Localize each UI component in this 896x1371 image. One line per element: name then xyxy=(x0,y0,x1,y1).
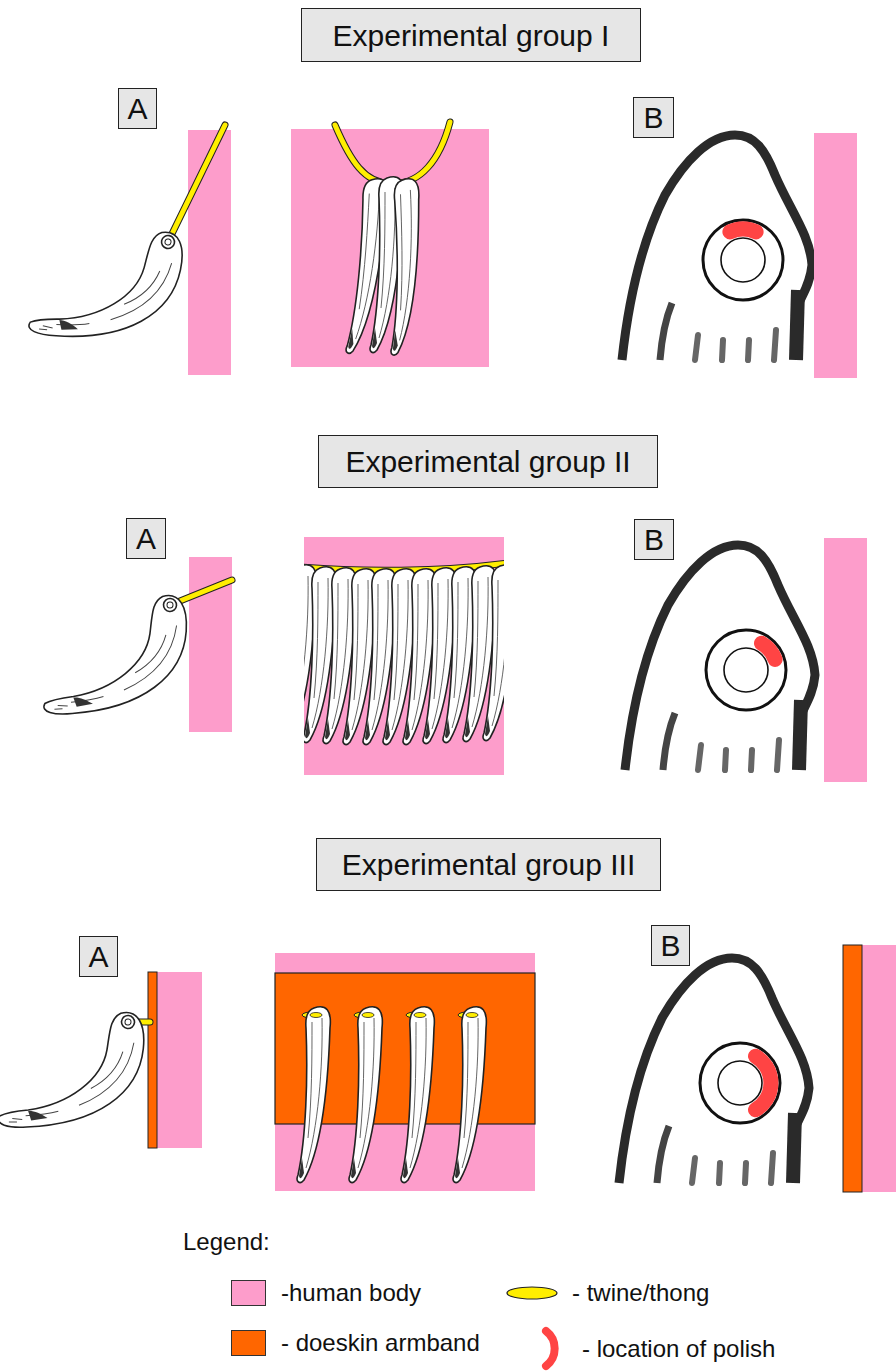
panel-letter-box: B xyxy=(634,519,674,560)
box-label: A xyxy=(88,940,108,973)
legend-text: - location of polish xyxy=(582,1336,775,1362)
legend-heading: Legend: xyxy=(183,1228,270,1256)
box-label: Experimental group III xyxy=(342,848,635,881)
panel-letter-box: B xyxy=(633,97,674,138)
box-label: A xyxy=(136,522,156,555)
twine-symbol xyxy=(507,1287,557,1299)
box-label: B xyxy=(644,523,664,556)
panel-letter-box: B xyxy=(651,925,690,966)
polish-symbol xyxy=(546,1331,555,1366)
legend-swatch xyxy=(231,1330,266,1356)
box-label: Experimental group I xyxy=(333,19,610,52)
legend-text: -human body xyxy=(281,1280,421,1306)
box-label: B xyxy=(643,101,663,134)
legend-swatch xyxy=(231,1280,266,1306)
box-label: B xyxy=(660,929,680,962)
panel-letter-box: A xyxy=(126,518,166,559)
legend-text: - doeskin armband xyxy=(281,1330,480,1356)
panel-letter-box: A xyxy=(118,88,157,129)
group-title-box: Experimental group II xyxy=(318,435,658,488)
box-label: Experimental group II xyxy=(345,445,630,478)
box-label: A xyxy=(127,92,147,125)
group-title-box: Experimental group I xyxy=(301,8,641,62)
panel-letter-box: A xyxy=(79,936,118,977)
group-title-box: Experimental group III xyxy=(316,838,661,891)
legend-text: - twine/thong xyxy=(572,1280,709,1306)
